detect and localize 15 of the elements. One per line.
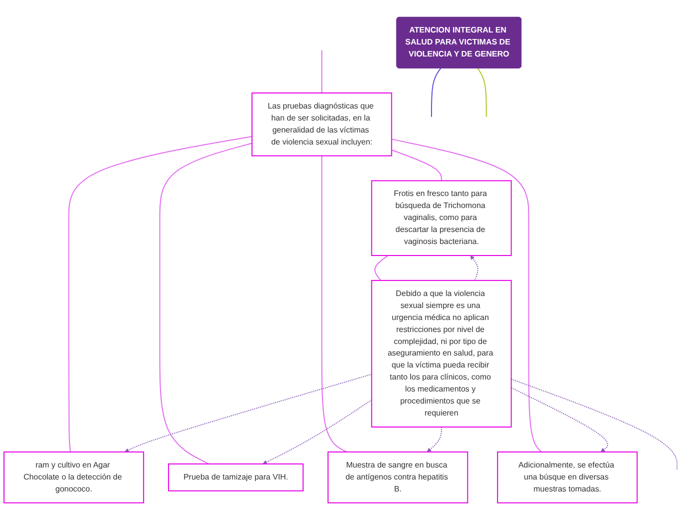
connector [391, 138, 542, 452]
connector [68, 136, 252, 452]
arrow [262, 399, 372, 464]
arrow [426, 426, 442, 452]
arrow [470, 255, 478, 281]
arrow [124, 374, 372, 452]
connector [431, 68, 442, 118]
connector [321, 50, 322, 94]
connector [159, 142, 252, 464]
connector [510, 378, 678, 470]
connector [391, 149, 442, 182]
connector [374, 255, 389, 281]
arrow [510, 387, 608, 452]
connector [321, 155, 348, 452]
connector [477, 68, 487, 118]
